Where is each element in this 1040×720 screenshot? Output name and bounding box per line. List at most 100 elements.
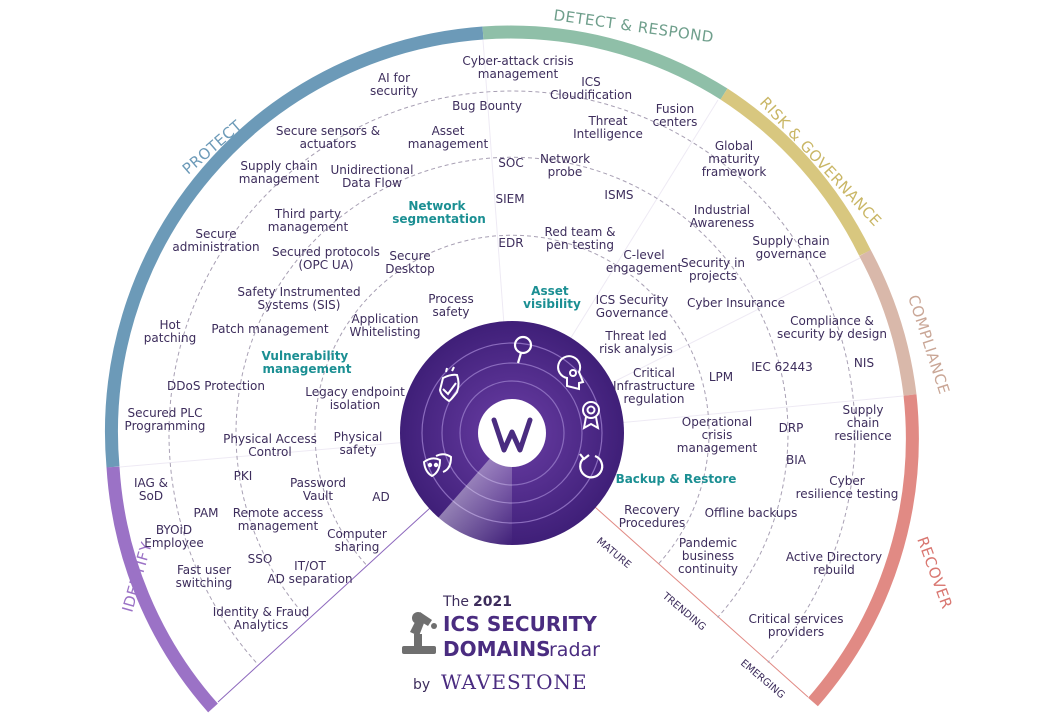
theater-masks-icon xyxy=(422,453,453,478)
label-lpm: LPM xyxy=(709,370,733,384)
title-by: by xyxy=(413,677,430,693)
title-line2b: radar xyxy=(549,639,600,661)
label-secured-protocols: Secured protocols(OPC UA) xyxy=(272,245,380,272)
ring-emerging xyxy=(168,90,856,663)
highlight-vulnerability-management: Vulnerability management xyxy=(262,349,353,376)
label-nis: NIS xyxy=(854,356,874,370)
label-compliance-design: Compliance &security by design xyxy=(777,314,887,341)
detect-arc xyxy=(482,25,728,100)
ring-label-trending: TRENDING xyxy=(659,590,707,633)
sector-arcs xyxy=(104,25,919,713)
label-iag: IAG &SoD xyxy=(134,476,168,503)
label-isms: ISMS xyxy=(604,188,633,202)
maturity-rings xyxy=(168,90,856,663)
label-pki: PKI xyxy=(234,469,253,483)
compliance-arc xyxy=(859,249,917,396)
label-sso: SSO xyxy=(248,552,273,566)
title-line1: ICS SECURITY xyxy=(443,612,597,636)
sector-label-recover: RECOVER xyxy=(913,534,956,611)
highlight-backup-restore: Backup & Restore xyxy=(616,472,737,486)
brain-icon xyxy=(557,355,585,391)
label-ddos: DDoS Protection xyxy=(167,379,265,393)
ring-label-emerging: EMERGING xyxy=(738,658,787,701)
title-the: The xyxy=(442,594,469,610)
radar-core xyxy=(400,321,624,546)
shield-icon xyxy=(438,366,460,403)
label-pam: PAM xyxy=(193,506,218,520)
label-patch-management: Patch management xyxy=(211,322,328,336)
label-iec: IEC 62443 xyxy=(751,360,813,374)
highlight-network-segmentation: Network segmentation xyxy=(392,199,486,226)
label-siem: SIEM xyxy=(495,192,524,206)
title-line2a: DOMAINS xyxy=(443,637,551,661)
label-edr: EDR xyxy=(498,236,523,250)
sector-label-risk: RISK & GOVERNANCE xyxy=(756,93,885,230)
label-secure-sensors: Secure sensors &actuators xyxy=(276,124,380,151)
ring-label-mature: MATURE xyxy=(594,536,633,571)
risk-arc xyxy=(720,88,871,256)
label-offline-backups: Offline backups xyxy=(705,506,798,520)
label-bug-bounty: Bug Bounty xyxy=(452,99,522,113)
title-year: 2021 xyxy=(473,594,512,610)
robot-arm-icon xyxy=(402,612,437,654)
title-block: The 2021 ICS SECURITY DOMAINS radar by W… xyxy=(402,594,600,694)
protect-arc xyxy=(104,26,484,468)
title-brand: WAVESTONE xyxy=(441,670,588,694)
award-icon xyxy=(582,401,600,430)
label-soc: SOC xyxy=(498,156,523,170)
ring-trending xyxy=(235,156,789,618)
ring-mature xyxy=(314,234,710,565)
highlights: Network segmentation Asset visibility Vu… xyxy=(262,199,737,486)
label-drp: DRP xyxy=(779,421,804,435)
magnifier-icon xyxy=(513,335,533,364)
label-cyber-insurance: Cyber Insurance xyxy=(687,296,785,310)
label-red-team: Red team &pen testing xyxy=(545,225,616,252)
label-bia: BIA xyxy=(786,453,807,467)
identify-arc xyxy=(106,466,218,713)
recover-arc xyxy=(808,394,919,707)
label-ad: AD xyxy=(372,490,389,504)
